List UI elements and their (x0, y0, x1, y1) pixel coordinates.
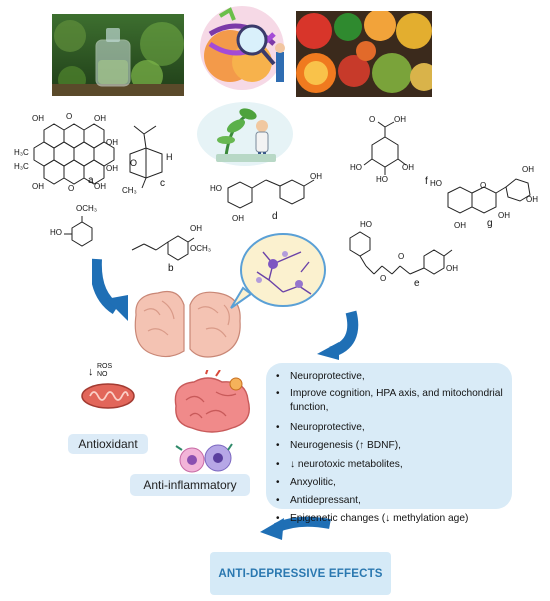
a-oh-3: OH (106, 138, 118, 147)
a-h3c-1: H₃C (14, 148, 29, 157)
a-o-2: O (68, 184, 75, 193)
antioxidant-label: Antioxidant (68, 434, 148, 454)
ros-arrow: ↓ (88, 366, 94, 378)
molecule-f-gallic-acid: O OH HO OH HO (350, 115, 420, 185)
dna-research-illustration (190, 4, 295, 96)
molecule-guaiacol: OCH₃ HO (50, 204, 110, 260)
d-oh-2: OH (232, 214, 244, 223)
f-o: O (369, 115, 376, 124)
c-h: H (166, 152, 173, 162)
label-e: e (414, 278, 420, 289)
effect-item: Neurogenesis (↑ BDNF), (266, 437, 512, 455)
herbal-bottle-photo (52, 14, 184, 96)
a-oh-4: OH (106, 164, 118, 173)
label-a: a (88, 175, 94, 186)
neuron-bubble (229, 232, 327, 316)
a-oh-6: OH (94, 182, 106, 191)
no-label: NO (97, 371, 108, 378)
f-ho-2: HO (376, 175, 388, 184)
effect-item: Improve cognition, HPA axis, and mitocho… (266, 387, 512, 415)
c-o: O (130, 158, 138, 168)
effect-item: Neuroprotective, (266, 419, 512, 437)
g-o: O (480, 181, 487, 190)
g-oh-1: OH (522, 165, 534, 174)
label-d: d (272, 211, 278, 222)
label-b: b (168, 263, 174, 274)
effect-item: Anxyolitic, (266, 474, 512, 492)
b-och3: OCH₃ (190, 244, 212, 253)
f-oh-1: OH (394, 115, 406, 124)
anti-depressive-effects-box: ANTI-DEPRESSIVE EFFECTS (210, 552, 391, 595)
anti-inflammatory-label: Anti-inflammatory (130, 474, 250, 496)
e-ho: HO (360, 220, 372, 229)
g-ho-1: HO (430, 179, 442, 188)
brain-illustration (128, 285, 246, 363)
a-oh-5: OH (32, 182, 44, 191)
curved-arrow-left (89, 255, 132, 323)
effect-item: ↓ neurotoxic metabolites, (266, 456, 512, 474)
fruits-vegetables-photo (296, 11, 432, 97)
e-oh: OH (446, 264, 458, 273)
d-ho-1: HO (210, 184, 222, 193)
a-oh-2: OH (94, 114, 106, 123)
curved-arrow-right (315, 308, 359, 360)
molecule-d-resveratrol: HO OH OH (210, 160, 330, 228)
molecule-b-eugenol: OH OCH₃ (126, 222, 216, 262)
label-c: c (160, 178, 165, 189)
guaiacol-ho: HO (50, 228, 62, 237)
molecule-g-catechin: HO O OH OH OH OH (430, 165, 542, 235)
effects-panel: Neuroprotective, Improve cognition, HPA … (266, 363, 512, 529)
ros-label: ROS (97, 363, 113, 370)
b-oh: OH (190, 224, 202, 233)
a-h3c-2: H₃C (14, 162, 29, 171)
molecule-e-curcumin: HO OH O O (320, 220, 470, 290)
e-o-2: O (398, 252, 405, 261)
f-oh-2: OH (402, 163, 414, 172)
g-oh-2: OH (526, 195, 538, 204)
effect-item: Antidepressant, (266, 492, 512, 510)
mitochondrion-icon (80, 378, 136, 410)
immune-cells-icon (172, 440, 238, 474)
g-oh-3: OH (498, 211, 510, 220)
a-oh-1: OH (32, 114, 44, 123)
f-ho-1: HO (350, 163, 362, 172)
label-f: f (425, 176, 428, 187)
molecule-a-hypericin: OH O OH H₃C H₃C OH OH OH O OH (14, 108, 124, 194)
effect-item: Neuroprotective, (266, 368, 512, 386)
g-oh-4: OH (454, 221, 466, 230)
d-oh-1: OH (310, 172, 322, 181)
a-o-1: O (66, 112, 73, 121)
label-g: g (487, 218, 493, 229)
plant-lab-illustration (196, 96, 294, 166)
c-ch3: CH₃ (122, 186, 137, 195)
inflamed-brain-icon (166, 367, 256, 438)
molecule-c-cineole: O H CH₃ (116, 118, 188, 198)
guaiacol-och3: OCH₃ (76, 204, 98, 213)
effect-item: Epigenetic changes (↓ methylation age) (266, 510, 512, 528)
e-o-1: O (380, 274, 387, 283)
